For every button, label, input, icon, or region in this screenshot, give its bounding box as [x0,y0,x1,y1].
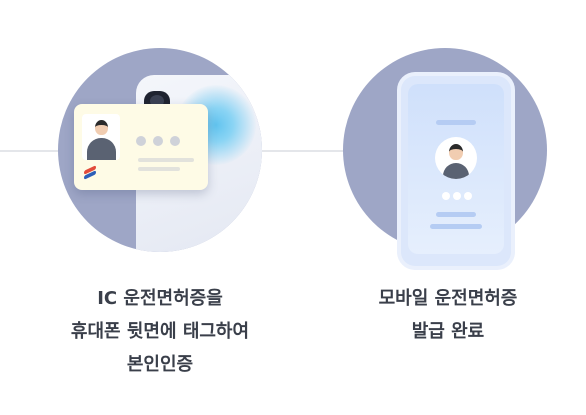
card-dot [153,136,163,146]
connector-line [258,150,353,152]
step-1-caption: IC 운전면허증을 휴대폰 뒷면에 태그하여 본인인증 [20,282,300,381]
connector-line [0,150,62,152]
card-line [138,167,180,171]
caption-line: 본인인증 [126,354,194,375]
profile-avatar-icon [435,137,477,179]
logo-mark-icon [84,165,96,180]
caption-line: 모바일 운전면허증 [378,288,518,309]
screen-line [430,224,482,229]
screen-dot [453,192,461,200]
id-photo-icon [82,114,120,160]
screen-dot [442,192,450,200]
card-dot [170,136,180,146]
caption-line: IC 운전면허증을 [97,288,223,309]
screen-dot [464,192,472,200]
card-line [138,158,194,162]
screen-line [436,120,476,125]
caption-line: 휴대폰 뒷면에 태그하여 [70,321,250,342]
caption-line: 발급 완료 [411,321,485,342]
screen-line [436,212,476,217]
step-2-caption: 모바일 운전면허증 발급 완료 [313,282,583,348]
card-dot [136,136,146,146]
